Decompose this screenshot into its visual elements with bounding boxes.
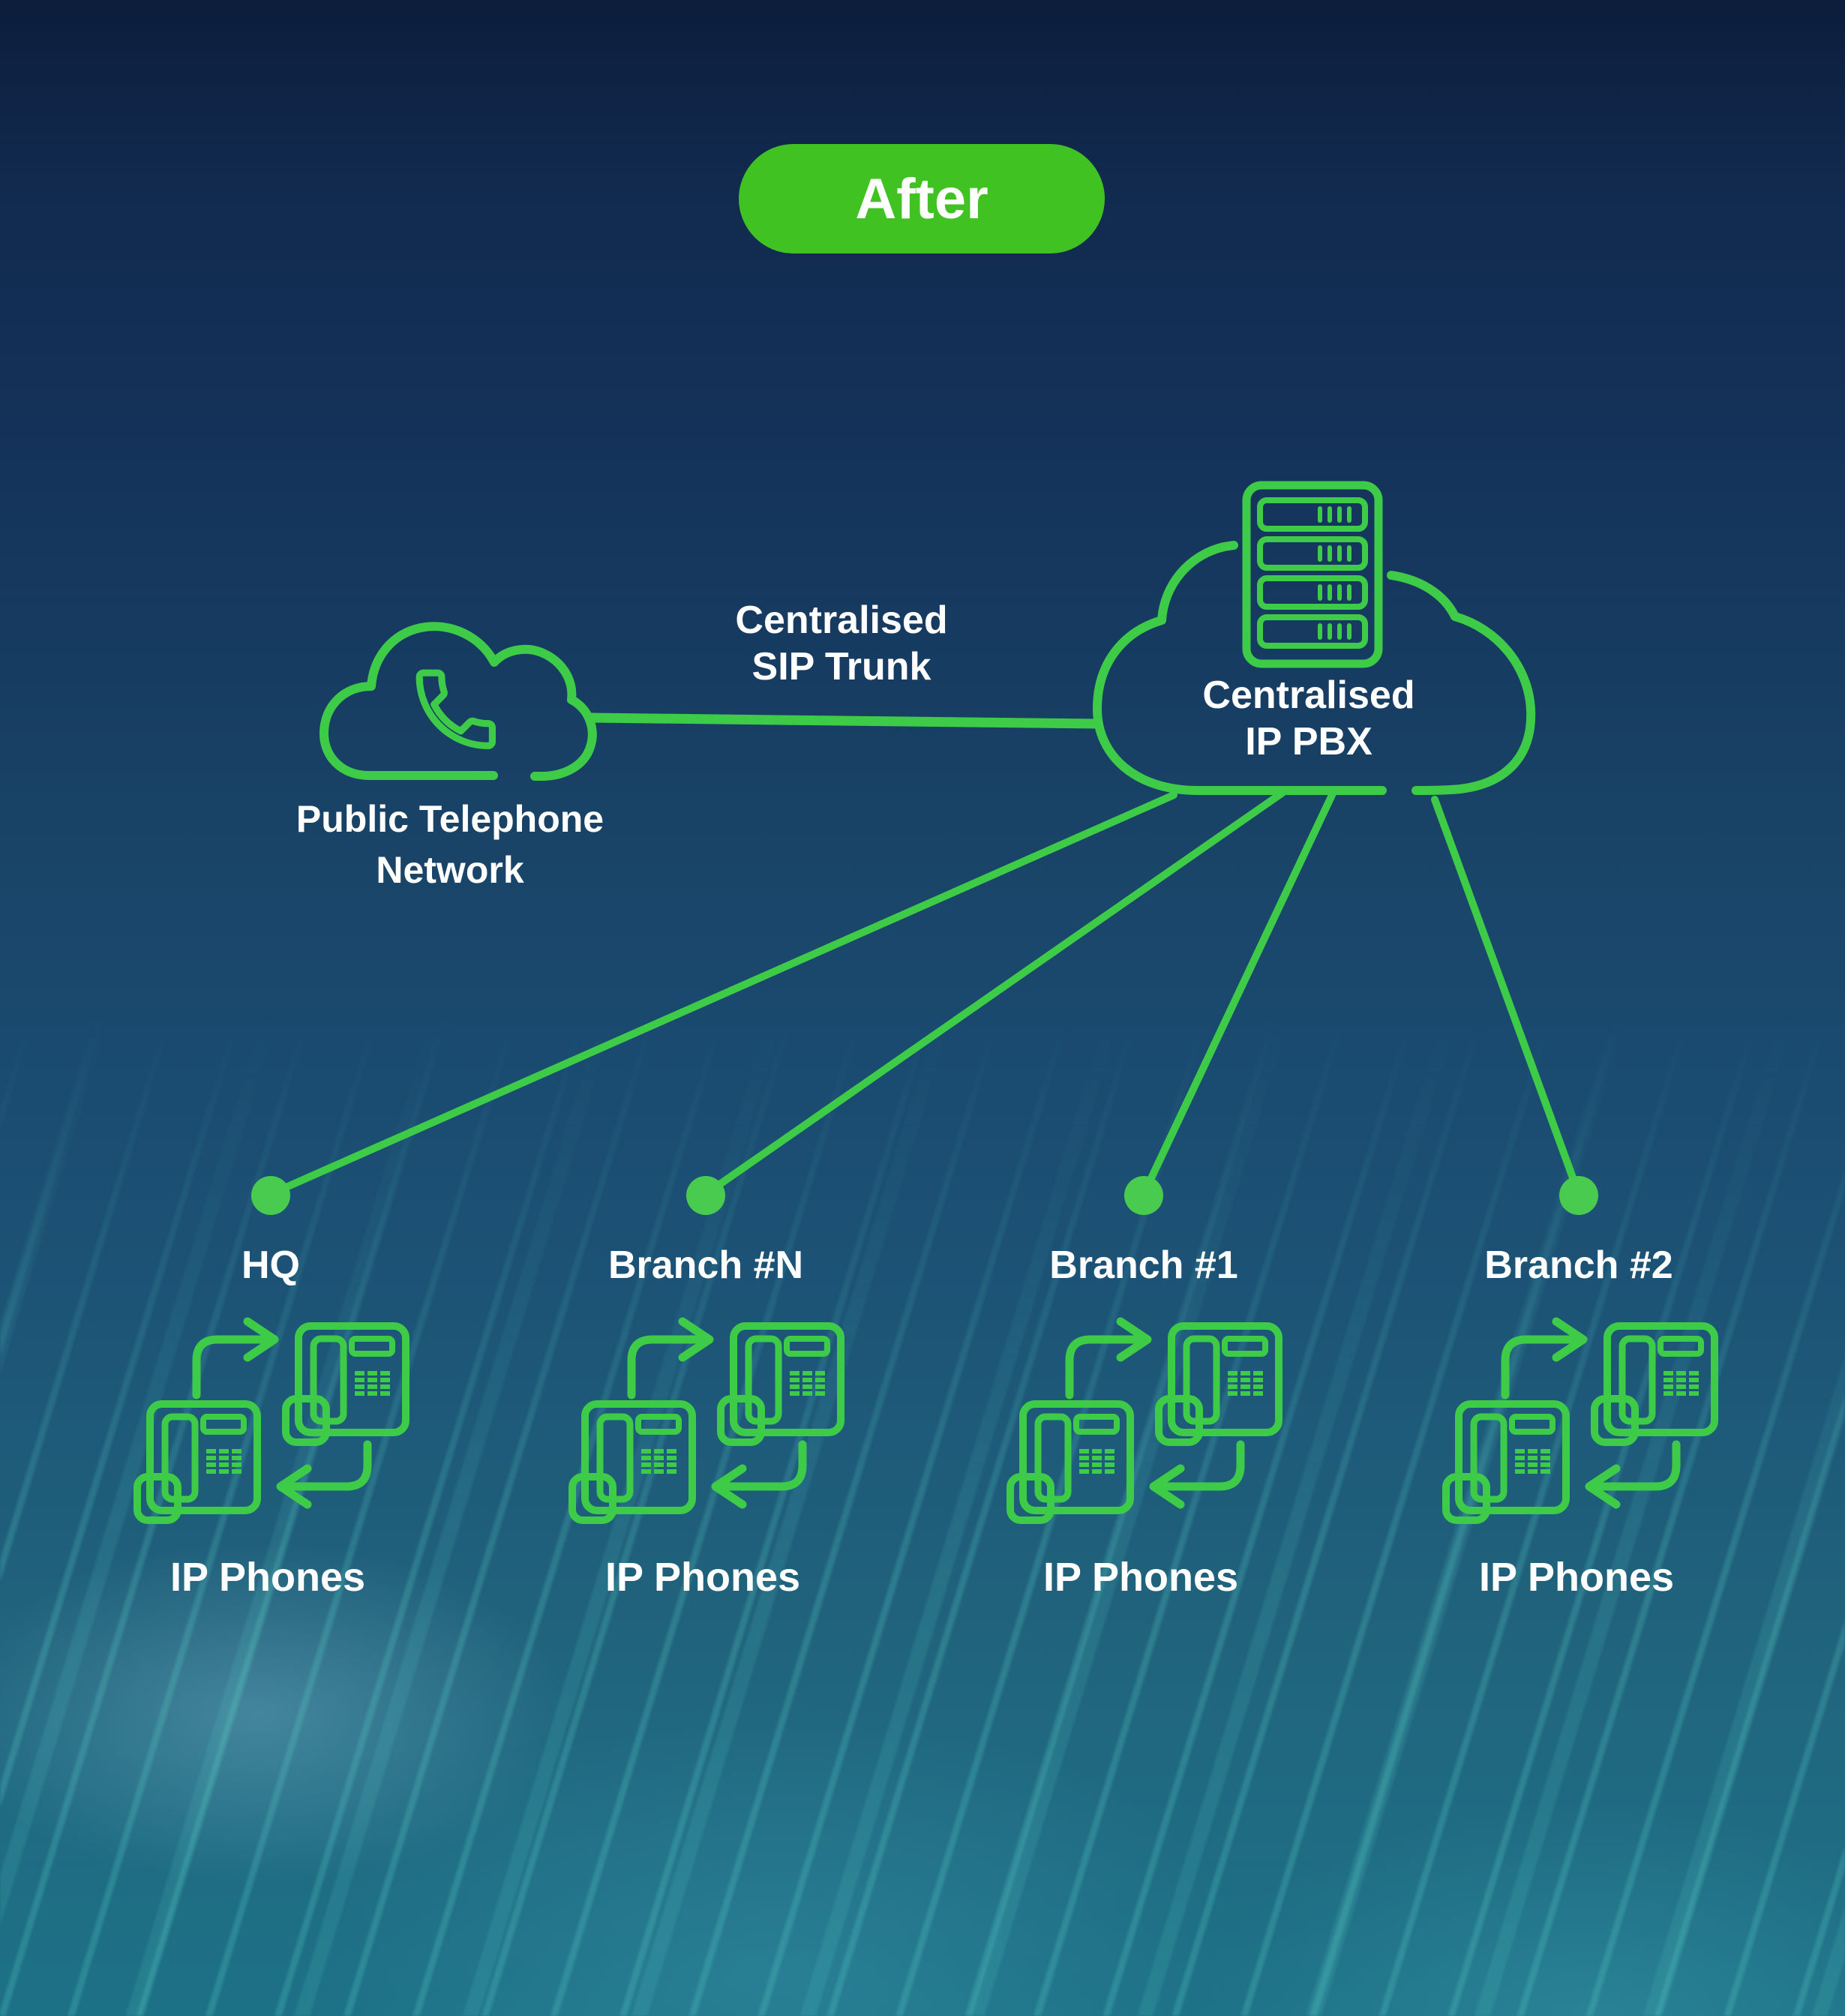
site-label-hq: HQ (242, 1244, 300, 1287)
pbx-label-line2: IP PBX (1245, 720, 1372, 764)
site-connector-dot (1559, 1176, 1598, 1215)
phone-handset-icon (416, 669, 496, 749)
pbx-cloud-left (1093, 541, 1387, 795)
ptn-cloud-icon (319, 622, 597, 781)
site-connector-dot (251, 1176, 290, 1215)
ip-phones-icon (1010, 1322, 1279, 1520)
ip-phones-icon (137, 1322, 406, 1520)
site-connector-dot (1124, 1176, 1163, 1215)
devices-label-branch-n: IP Phones (604, 1555, 801, 1600)
ip-phones-icon (1446, 1322, 1714, 1520)
pbx-cloud-right (1387, 571, 1536, 795)
ptn-label-line1: Public Telephone (296, 798, 604, 840)
site-label-branch-n: Branch #N (608, 1244, 804, 1287)
sip-trunk-label-line1: Centralised (735, 598, 948, 642)
devices-label-branch-2: IP Phones (1478, 1555, 1675, 1600)
after-badge: After (739, 144, 1105, 254)
server-leds (1318, 506, 1352, 640)
sip-trunk-label-line2: SIP Trunk (752, 645, 932, 688)
pbx-to-branch-1-line (1140, 790, 1336, 1198)
server-rack-icon (1242, 481, 1383, 668)
pbx-to-hq-line (267, 791, 1178, 1198)
pbx-to-branch-n-line (702, 789, 1286, 1198)
site-label-branch-1: Branch #1 (1049, 1244, 1238, 1287)
site-connector-dot (686, 1176, 725, 1215)
site-label-branch-2: Branch #2 (1484, 1244, 1673, 1287)
pbx-to-branch-2-line (1431, 796, 1582, 1198)
devices-label-hq: IP Phones (170, 1555, 366, 1600)
devices-label-branch-1: IP Phones (1042, 1555, 1239, 1600)
ip-phones-icon (572, 1322, 841, 1520)
after-badge-label: After (855, 166, 988, 231)
ptn-label-line2: Network (376, 849, 524, 891)
pbx-label-line1: Centralised (1202, 674, 1415, 717)
sip-trunk-line (586, 712, 1103, 729)
